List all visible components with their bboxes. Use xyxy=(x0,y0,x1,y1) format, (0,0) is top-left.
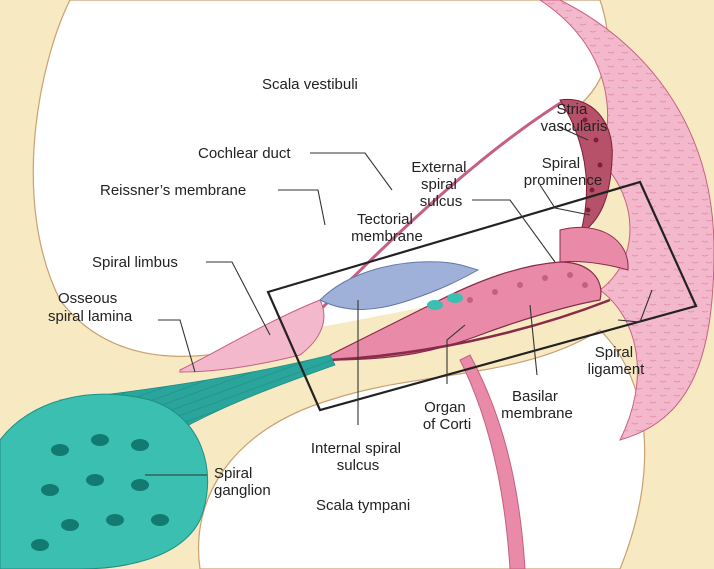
label-external-spiral-sulcus-line2: spiral xyxy=(421,176,457,193)
label-spiral-ligament-line1: Spiral xyxy=(595,344,633,361)
label-tectorial-membrane-line1: Tectorial xyxy=(357,211,413,228)
label-spiral-ganglion-line2: ganglion xyxy=(214,482,271,499)
label-spiral-ligament: Spiral ligament xyxy=(588,344,646,378)
label-basilar-membrane-line2: membrane xyxy=(501,405,573,422)
label-organ-of-corti-line2: of Corti xyxy=(423,416,471,433)
label-reissners-membrane: Reissner’s membrane xyxy=(100,182,246,199)
label-stria-vascularis-line2: vascularis xyxy=(541,118,608,135)
label-external-spiral-sulcus-line3: sulcus xyxy=(420,193,463,210)
label-spiral-ganglion-line1: Spiral xyxy=(214,465,252,482)
label-osseous-line2: spiral lamina xyxy=(48,308,133,325)
label-basilar-membrane-line1: Basilar xyxy=(512,388,558,405)
label-osseous-line1: Osseous xyxy=(58,290,117,307)
label-spiral-ligament-line2: ligament xyxy=(588,361,646,378)
label-cochlear-duct: Cochlear duct xyxy=(198,145,291,162)
label-osseous-spiral-lamina: Osseous spiral lamina xyxy=(48,290,133,325)
label-tectorial-membrane-line2: membrane xyxy=(351,228,423,245)
label-organ-of-corti: Organ of Corti xyxy=(423,399,471,433)
label-internal-spiral-sulcus-line2: sulcus xyxy=(337,457,380,474)
label-organ-of-corti-line1: Organ xyxy=(424,399,466,416)
label-spiral-prominence-line1: Spiral xyxy=(542,155,580,172)
label-internal-spiral-sulcus-line1: Internal spiral xyxy=(311,440,401,457)
label-stria-vascularis-line1: Stria xyxy=(556,101,588,118)
label-external-spiral-sulcus-line1: External xyxy=(411,159,466,176)
label-spiral-prominence-line2: prominence xyxy=(524,172,602,189)
spiral-ganglion-mass xyxy=(0,394,208,569)
label-tectorial-membrane: Tectorial membrane xyxy=(351,211,423,245)
label-scala-vestibuli: Scala vestibuli xyxy=(262,76,358,93)
label-spiral-limbus: Spiral limbus xyxy=(92,254,178,271)
label-scala-tympani: Scala tympani xyxy=(316,497,410,514)
